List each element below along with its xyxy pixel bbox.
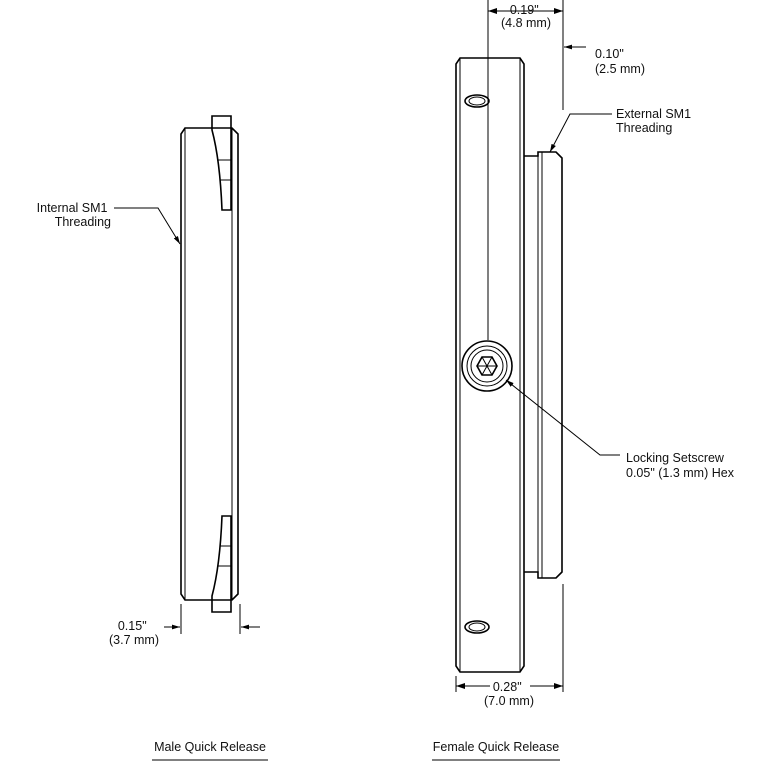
female-step-dim-inch: 0.10"	[595, 47, 624, 61]
male-caption: Male Quick Release	[154, 740, 266, 754]
setscrew-label-line2: 0.05" (1.3 mm) Hex	[626, 466, 735, 480]
female-top-dim-label: 0.19" (4.8 mm)	[501, 3, 551, 30]
external-threading-label-line2: Threading	[616, 121, 672, 135]
male-width-label-inch: 0.15"	[118, 619, 147, 633]
female-step-dim-mm: (2.5 mm)	[595, 62, 645, 76]
setscrew-leader	[505, 379, 620, 456]
female-top-dim-inch: 0.19"	[510, 3, 539, 17]
external-threading-leader	[549, 113, 612, 153]
internal-threading-label: Internal SM1 Threading	[37, 201, 111, 229]
female-caption: Female Quick Release	[433, 740, 559, 754]
external-threading-label: External SM1 Threading	[616, 107, 695, 135]
female-quick-release-part	[455, 57, 563, 673]
setscrew-label-line1: Locking Setscrew	[626, 451, 725, 465]
female-width-label: 0.28" (7.0 mm)	[484, 680, 534, 708]
external-threading-label-line1: External SM1	[616, 107, 691, 121]
male-width-label: 0.15" (3.7 mm)	[109, 619, 159, 647]
setscrew-label: Locking Setscrew 0.05" (1.3 mm) Hex	[626, 451, 735, 480]
internal-threading-label-line2: Threading	[55, 215, 111, 229]
male-width-dimension	[164, 604, 260, 634]
internal-threading-leader	[114, 207, 181, 245]
female-width-label-mm: (7.0 mm)	[484, 694, 534, 708]
female-top-dim-mm: (4.8 mm)	[501, 16, 551, 30]
female-step-dim-label: 0.10" (2.5 mm)	[595, 47, 645, 76]
female-width-dimension	[455, 584, 564, 692]
male-quick-release-part	[180, 115, 239, 613]
internal-threading-label-line1: Internal SM1	[37, 201, 108, 215]
male-width-label-mm: (3.7 mm)	[109, 633, 159, 647]
female-width-label-inch: 0.28"	[493, 680, 522, 694]
female-top-dimension	[487, 0, 564, 340]
